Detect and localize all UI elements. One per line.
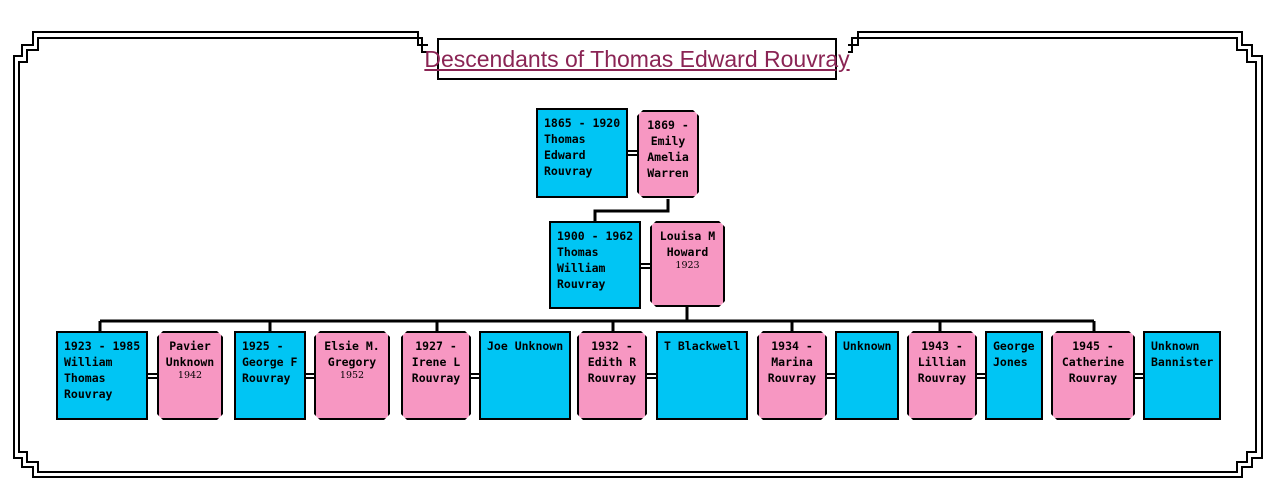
person-line: Edith R	[587, 355, 637, 369]
person-line: Rouvray	[411, 371, 461, 385]
person-catherine-rouvray[interactable]: 1945 - Catherine Rouvray	[1051, 331, 1135, 420]
person-line: 1865 - 1920	[544, 116, 621, 130]
person-line: Amelia	[647, 150, 689, 164]
person-line: 1927 -	[415, 339, 457, 353]
person-line: Rouvray	[917, 371, 967, 385]
marriage-connector	[641, 263, 650, 269]
person-line: Bannister	[1151, 355, 1214, 369]
person-elsie-m-gregory[interactable]: Elsie M. Gregory 1952	[314, 331, 390, 420]
person-date: 1952	[339, 370, 365, 381]
person-line: Elsie M.	[324, 339, 380, 353]
person-line: Joe Unknown	[487, 339, 564, 353]
person-line: 1900 - 1962	[557, 229, 634, 243]
person-line: Unknown	[843, 339, 892, 353]
person-line: Rouvray	[1068, 371, 1118, 385]
person-line: Gregory	[327, 355, 377, 369]
person-george-jones[interactable]: George Jones	[985, 331, 1043, 420]
person-line: Rouvray	[64, 387, 113, 401]
page-title: Descendants of Thomas Edward Rouvray	[424, 45, 850, 72]
person-line: Irene L	[411, 355, 461, 369]
person-line: Rouvray	[557, 277, 606, 291]
person-thomas-edward-rouvray[interactable]: 1865 - 1920 Thomas Edward Rouvray	[536, 108, 628, 198]
marriage-connector	[1135, 373, 1144, 379]
person-irene-l-rouvray[interactable]: 1927 - Irene L Rouvray	[401, 331, 471, 420]
person-george-f-rouvray[interactable]: 1925 - George F Rouvray	[234, 331, 306, 420]
marriage-connector	[306, 373, 315, 379]
person-line: George	[993, 339, 1035, 353]
marriage-connector	[148, 373, 157, 379]
marriage-connector	[647, 373, 656, 379]
person-line: Marina	[771, 355, 813, 369]
person-line: Howard	[666, 245, 709, 259]
person-line: Warren	[647, 166, 689, 180]
person-marina-rouvray[interactable]: 1934 - Marina Rouvray	[757, 331, 827, 420]
person-line: Unknown	[165, 355, 215, 369]
person-line: Louisa M	[659, 229, 716, 243]
person-line: Thomas	[557, 245, 599, 259]
person-line: Pavier	[169, 339, 211, 353]
person-pavier-unknown[interactable]: Pavier Unknown 1942	[157, 331, 223, 420]
person-unknown-bannister[interactable]: Unknown Bannister	[1143, 331, 1221, 420]
person-line: Rouvray	[544, 164, 593, 178]
person-line: 1925 -	[242, 339, 284, 353]
title-box: Descendants of Thomas Edward Rouvray	[424, 38, 850, 80]
person-date: 1923	[675, 260, 700, 271]
person-line: Edward	[544, 148, 586, 162]
marriage-connector	[471, 373, 480, 379]
person-line: 1943 -	[921, 339, 963, 353]
person-line: 1932 -	[591, 339, 633, 353]
person-date: 1942	[177, 370, 203, 381]
person-line: Jones	[993, 355, 1028, 369]
person-line: Rouvray	[242, 371, 291, 385]
marriage-connector	[977, 373, 986, 379]
person-line: T Blackwell	[664, 339, 741, 353]
person-line: Thomas	[64, 371, 106, 385]
person-lillian-rouvray[interactable]: 1943 - Lillian Rouvray	[907, 331, 977, 420]
person-line: Emily	[650, 134, 686, 148]
person-louisa-m-howard[interactable]: Louisa M Howard 1923	[650, 221, 725, 307]
person-emily-amelia-warren[interactable]: 1869 - Emily Amelia Warren	[637, 110, 699, 198]
person-edith-r-rouvray[interactable]: 1932 - Edith R Rouvray	[577, 331, 647, 420]
person-thomas-william-rouvray[interactable]: 1900 - 1962 Thomas William Rouvray	[549, 221, 641, 309]
person-unknown[interactable]: Unknown	[835, 331, 899, 420]
marriage-connector	[827, 373, 836, 379]
person-line: 1923 - 1985	[64, 339, 141, 353]
person-line: Unknown	[1151, 339, 1200, 353]
person-line: William	[64, 355, 113, 369]
person-line: Thomas	[544, 132, 586, 146]
person-line: 1934 -	[771, 339, 813, 353]
person-william-thomas-rouvray[interactable]: 1923 - 1985 William Thomas Rouvray	[56, 331, 148, 420]
person-line: Catherine	[1061, 355, 1125, 369]
marriage-connector	[628, 150, 637, 156]
person-line: 1869 -	[647, 118, 689, 132]
person-t-blackwell[interactable]: T Blackwell	[656, 331, 748, 420]
person-line: Rouvray	[587, 371, 637, 385]
person-line: William	[557, 261, 606, 275]
person-joe-unknown[interactable]: Joe Unknown	[479, 331, 571, 420]
person-line: Lillian	[917, 355, 967, 369]
person-line: George F	[242, 355, 298, 369]
person-line: Rouvray	[767, 371, 817, 385]
person-line: 1945 -	[1072, 339, 1114, 353]
